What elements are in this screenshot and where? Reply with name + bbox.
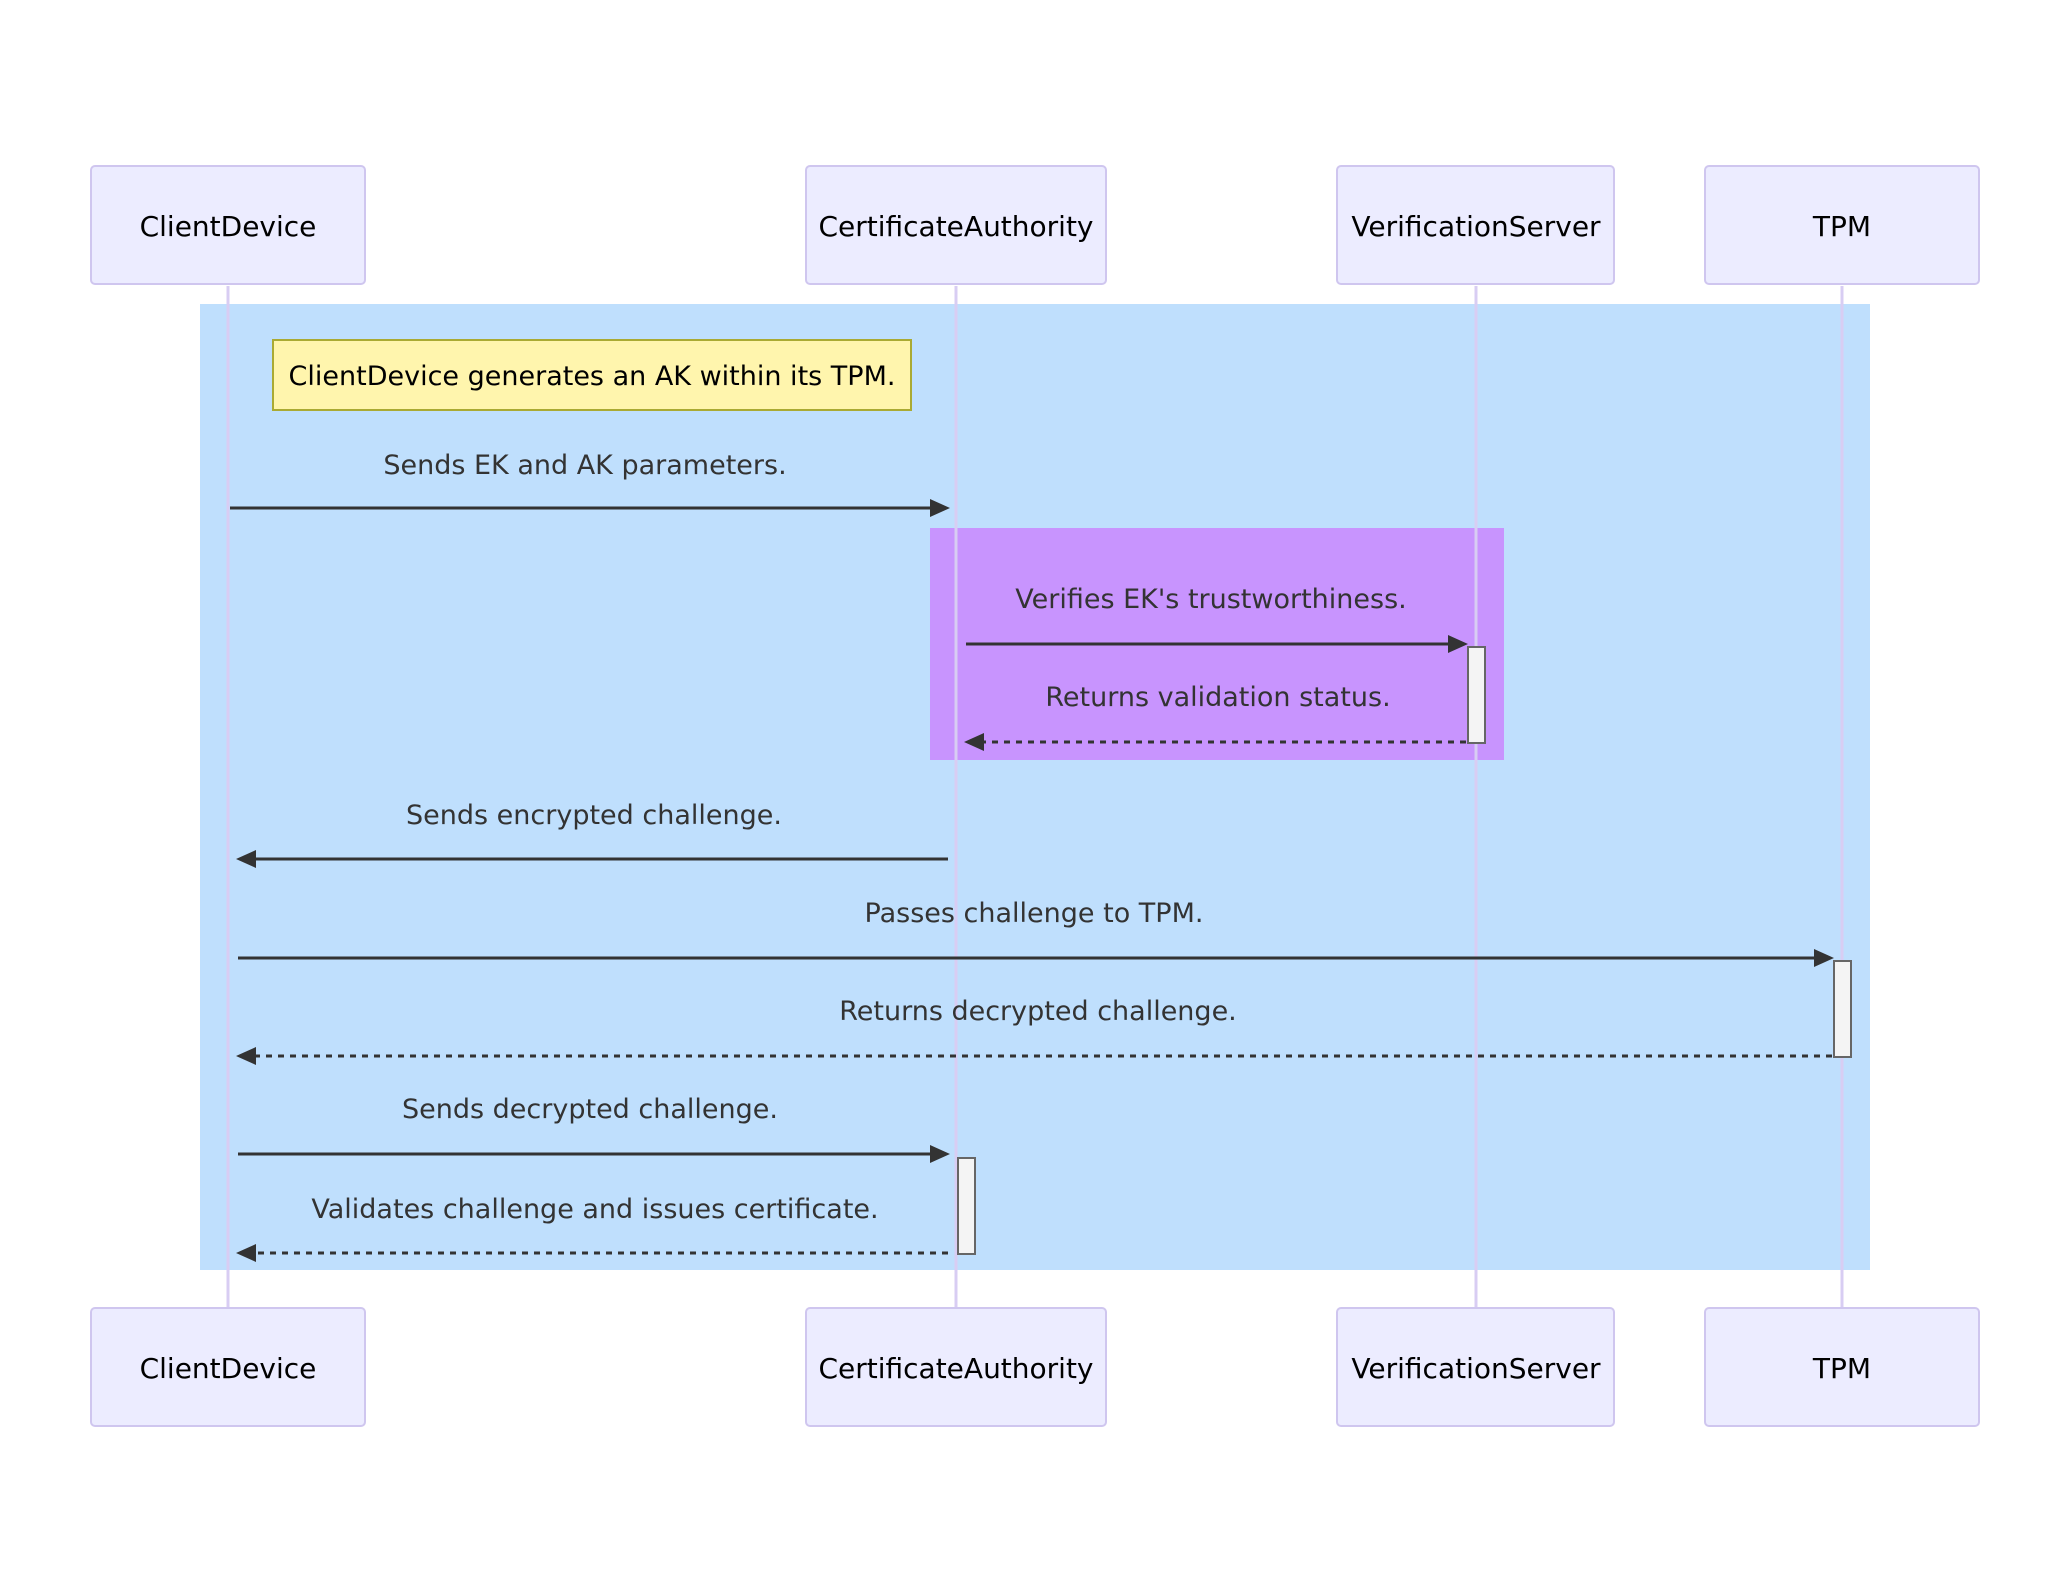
actor-label: CertificateAuthority	[818, 210, 1093, 243]
message-5: Passes challenge to TPM.	[238, 898, 1834, 967]
actor-top-vs: VerificationServer	[1336, 165, 1615, 285]
note-text: ClientDevice generates an AK within its …	[289, 361, 896, 392]
arrowhead	[236, 1047, 256, 1065]
actor-label: TPM	[1812, 1352, 1871, 1385]
actor-top-ca: CertificateAuthority	[805, 165, 1107, 285]
actor-bottom-ca: CertificateAuthority	[805, 1307, 1107, 1427]
actor-label: VerificationServer	[1351, 210, 1601, 243]
message-label: Validates challenge and issues certifica…	[311, 1194, 878, 1225]
arrowhead	[1814, 949, 1834, 967]
message-2: Verifies EK's trustworthiness.	[966, 584, 1468, 653]
message-label: Verifies EK's trustworthiness.	[1015, 584, 1407, 615]
message-label: Passes challenge to TPM.	[865, 898, 1204, 929]
message-1: Sends EK and AK parameters.	[230, 450, 950, 517]
message-label: Sends decrypted challenge.	[402, 1094, 778, 1125]
activation-tpm	[1833, 960, 1852, 1058]
arrowhead	[1448, 635, 1468, 653]
actor-bottom-client: ClientDevice	[90, 1307, 366, 1427]
arrowhead	[236, 1244, 256, 1262]
actor-bottom-vs: VerificationServer	[1336, 1307, 1615, 1427]
message-label: Sends encrypted challenge.	[406, 800, 782, 831]
arrowhead	[930, 499, 950, 517]
arrowhead	[964, 733, 984, 751]
message-label: Returns decrypted challenge.	[839, 996, 1237, 1027]
outer-group-rect	[200, 304, 1870, 1270]
actor-label: CertificateAuthority	[818, 1352, 1093, 1385]
message-8: Validates challenge and issues certifica…	[236, 1194, 948, 1262]
message-label: Returns validation status.	[1045, 682, 1390, 713]
arrowhead	[236, 850, 256, 868]
activation-vs	[1467, 646, 1486, 744]
actor-label: ClientDevice	[140, 1352, 317, 1385]
actor-label: ClientDevice	[140, 210, 317, 243]
activation-ca	[957, 1157, 976, 1255]
message-6: Returns decrypted challenge.	[236, 996, 1832, 1065]
actor-top-client: ClientDevice	[90, 165, 366, 285]
actor-label: TPM	[1812, 210, 1871, 243]
message-4: Sends encrypted challenge.	[236, 800, 948, 868]
actor-bottom-tpm: TPM	[1704, 1307, 1980, 1427]
note: ClientDevice generates an AK within its …	[272, 339, 912, 411]
actor-label: VerificationServer	[1351, 1352, 1601, 1385]
arrowhead	[930, 1145, 950, 1163]
message-label: Sends EK and AK parameters.	[383, 450, 786, 481]
message-7: Sends decrypted challenge.	[238, 1094, 950, 1163]
actor-top-tpm: TPM	[1704, 165, 1980, 285]
message-3: Returns validation status.	[964, 682, 1466, 751]
